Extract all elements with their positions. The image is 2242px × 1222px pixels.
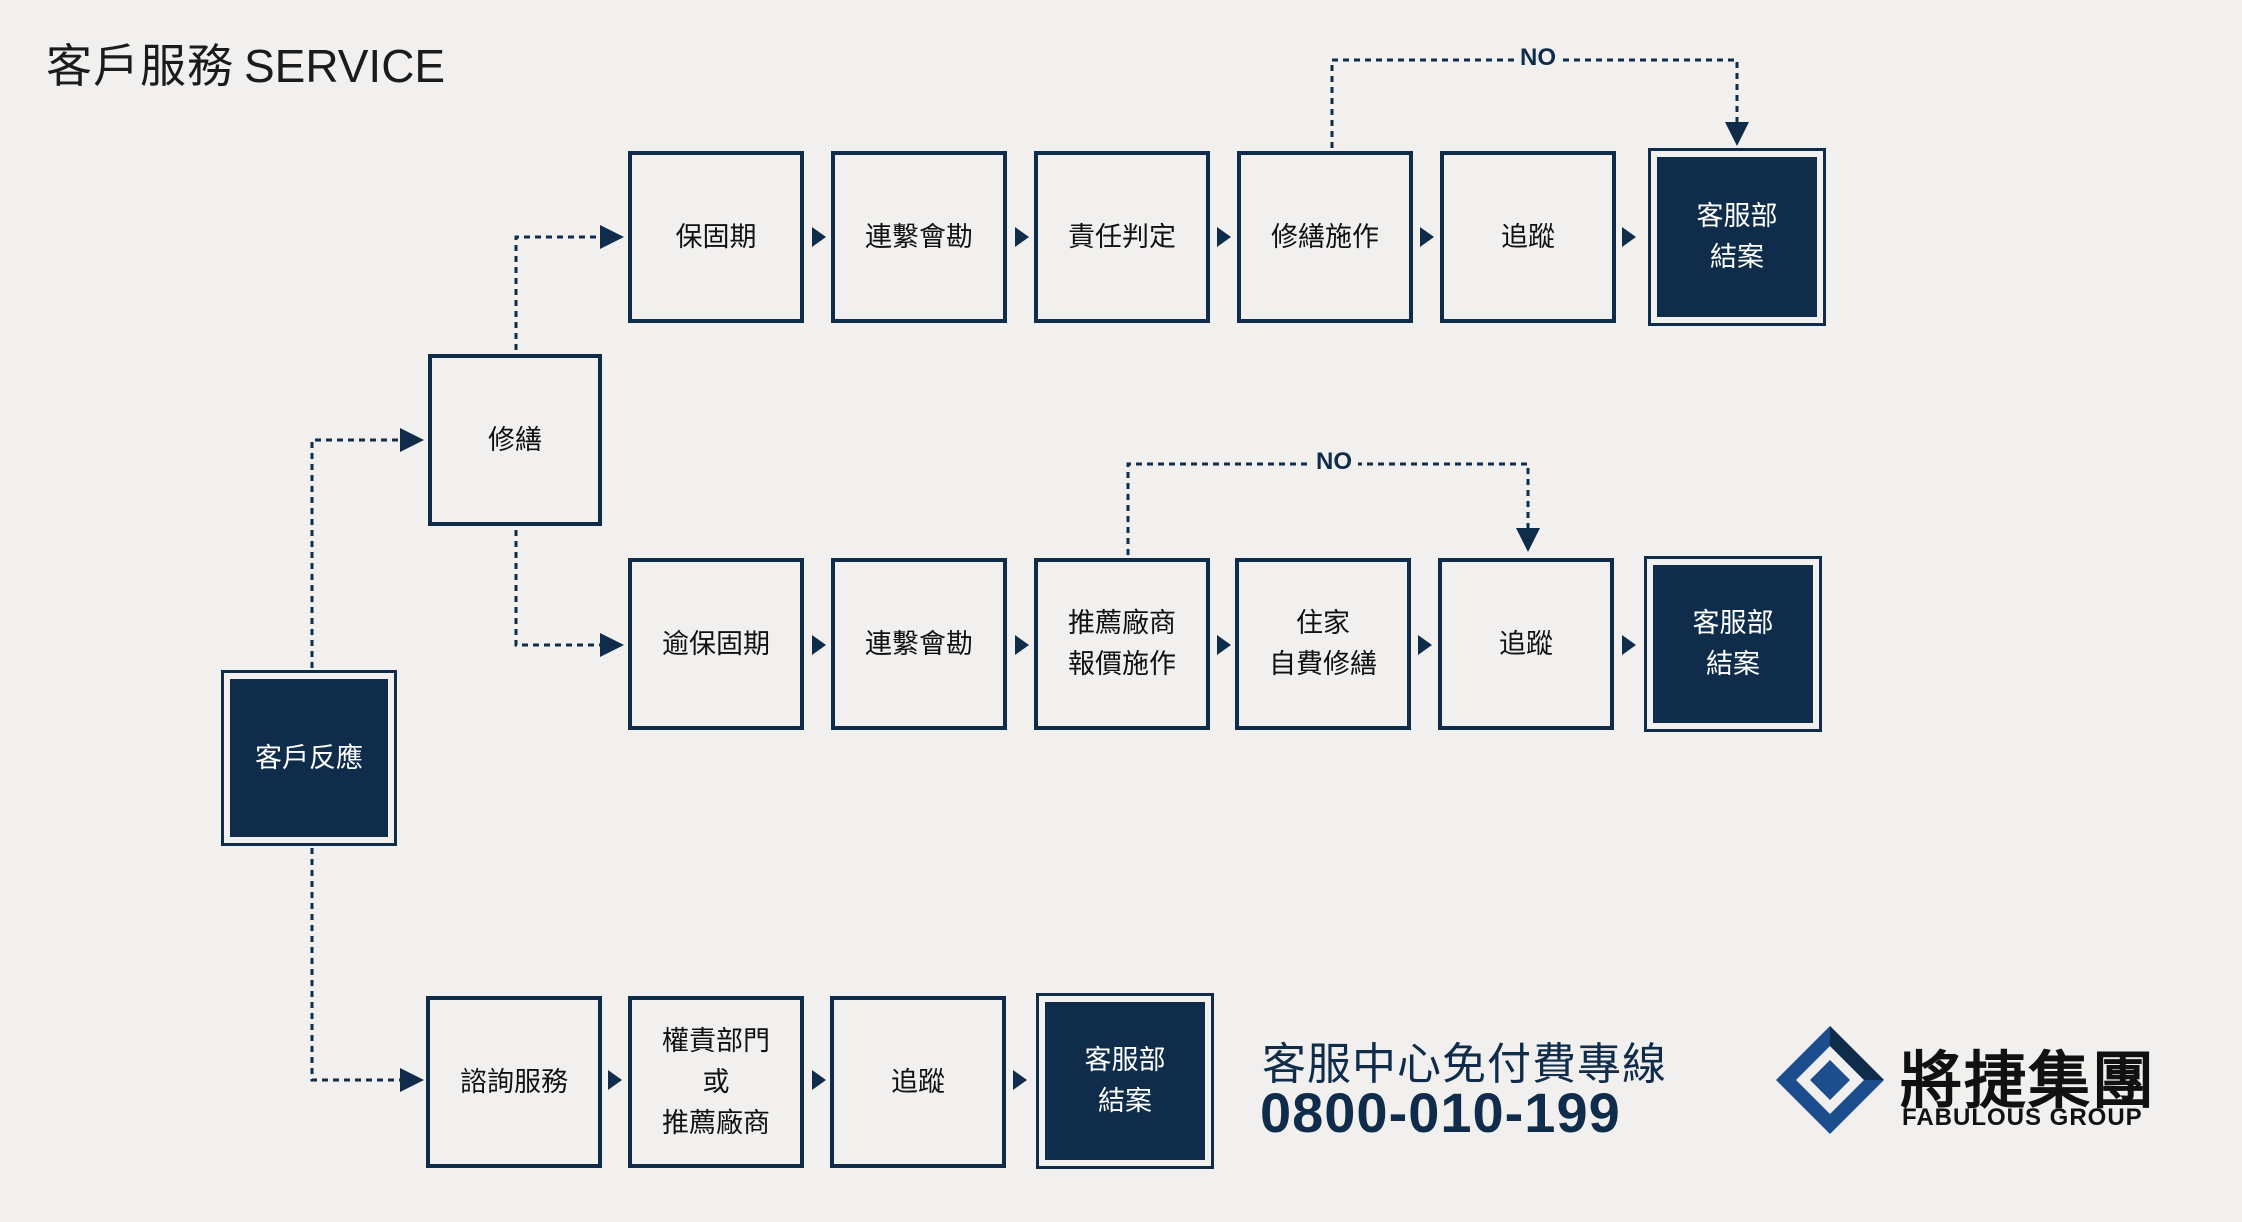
- node-label: 追蹤: [1499, 628, 1553, 660]
- node-close-1-fill: 客服部 結案: [1657, 157, 1817, 317]
- node-label: 修繕施作: [1271, 221, 1379, 253]
- node-contact-survey-1: 連繫會勘: [831, 151, 1007, 323]
- diamond-logo-icon: [1776, 1026, 1884, 1134]
- arrow-row2-3: [1217, 635, 1231, 655]
- node-label: 諮詢服務: [460, 1066, 568, 1098]
- node-label: 追蹤: [891, 1066, 945, 1098]
- node-label: 修繕: [488, 424, 542, 456]
- node-label: 逾保固期: [662, 628, 770, 660]
- node-label: 責任判定: [1068, 221, 1176, 253]
- node-close-3-fill: 客服部 結案: [1045, 1002, 1205, 1160]
- node-label-line2: 結案: [1706, 649, 1760, 680]
- node-label: 客戶反應: [255, 742, 363, 774]
- node-label-line1: 客服部: [1084, 1045, 1166, 1076]
- connector-repair-to-out-warranty: [514, 530, 624, 657]
- hotline-number: 0800-010-199: [1260, 1081, 1621, 1144]
- node-close-3: 客服部 結案: [1036, 993, 1214, 1169]
- connector-no-loop-row2: [1126, 462, 1540, 555]
- arrow-row1-5: [1622, 227, 1636, 247]
- hotline-label: 客服中心免付費專線: [1262, 1039, 1667, 1090]
- connector-repair-to-in-warranty: [514, 225, 624, 350]
- node-label-line1: 住家: [1296, 608, 1350, 639]
- node-label-line3: 推薦廠商: [662, 1107, 770, 1139]
- connector-start-to-repair: [310, 428, 424, 668]
- node-resident-self-paid: 住家 自費修繕: [1235, 558, 1411, 730]
- arrow-row1-4: [1420, 227, 1434, 247]
- node-contact-survey-2: 連繫會勘: [831, 558, 1007, 730]
- node-close-2-fill: 客服部 結案: [1653, 565, 1813, 723]
- arrow-row2-4: [1418, 635, 1432, 655]
- node-label-line1: 推薦廠商: [1068, 608, 1176, 639]
- node-label: 追蹤: [1501, 221, 1555, 253]
- node-label-line1: 客服部: [1692, 608, 1774, 639]
- node-label: 連繫會勘: [865, 221, 973, 253]
- node-responsible-dept: 權責部門 或 推薦廠商: [628, 996, 804, 1168]
- no-label-row2: NO: [1310, 448, 1358, 476]
- node-track-3: 追蹤: [830, 996, 1006, 1168]
- node-responsibility: 責任判定: [1034, 151, 1210, 323]
- logo-name-en: FABULOUS GROUP: [1902, 1104, 2143, 1131]
- page-title-zh: 客戶服務: [46, 39, 234, 93]
- node-close-1: 客服部 結案: [1648, 148, 1826, 326]
- node-out-warranty: 逾保固期: [628, 558, 804, 730]
- node-customer-feedback: 客戶反應: [221, 670, 397, 846]
- node-label-line1: 客服部: [1696, 201, 1778, 232]
- node-in-warranty: 保固期: [628, 151, 804, 323]
- node-track-2: 追蹤: [1438, 558, 1614, 730]
- arrow-row1-1: [812, 227, 826, 247]
- node-label-line2: 或: [702, 1066, 730, 1098]
- arrow-row3-1: [608, 1070, 622, 1090]
- node-label-line2: 自費修繕: [1269, 649, 1377, 680]
- node-label-line2: 報價施作: [1068, 649, 1176, 680]
- node-label-line1: 權責部門: [662, 1025, 770, 1057]
- node-repair: 修繕: [428, 354, 602, 526]
- node-close-2: 客服部 結案: [1644, 556, 1822, 732]
- connector-start-to-consult: [310, 848, 424, 1092]
- node-label: 連繫會勘: [865, 628, 973, 660]
- node-recommend-vendor-quote: 推薦廠商 報價施作: [1034, 558, 1210, 730]
- arrow-row3-3: [1013, 1070, 1027, 1090]
- node-label-line2: 結案: [1710, 242, 1764, 273]
- node-customer-feedback-fill: 客戶反應: [230, 679, 388, 837]
- arrow-row2-5: [1622, 635, 1636, 655]
- no-label-row1: NO: [1514, 44, 1562, 72]
- node-label-line2: 結案: [1098, 1086, 1152, 1117]
- arrow-row1-2: [1015, 227, 1029, 247]
- node-track-1: 追蹤: [1440, 151, 1616, 323]
- arrow-row3-2: [812, 1070, 826, 1090]
- node-repair-work: 修繕施作: [1237, 151, 1413, 323]
- node-consult: 諮詢服務: [426, 996, 602, 1168]
- node-label: 保固期: [675, 221, 757, 253]
- arrow-row2-2: [1015, 635, 1029, 655]
- arrow-row1-3: [1217, 227, 1231, 247]
- page-title-en: SERVICE: [244, 40, 446, 92]
- connector-no-loop-row1: [1330, 58, 1749, 148]
- logo-name-zh: 將捷集團: [1900, 1044, 2157, 1117]
- arrow-row2-1: [812, 635, 826, 655]
